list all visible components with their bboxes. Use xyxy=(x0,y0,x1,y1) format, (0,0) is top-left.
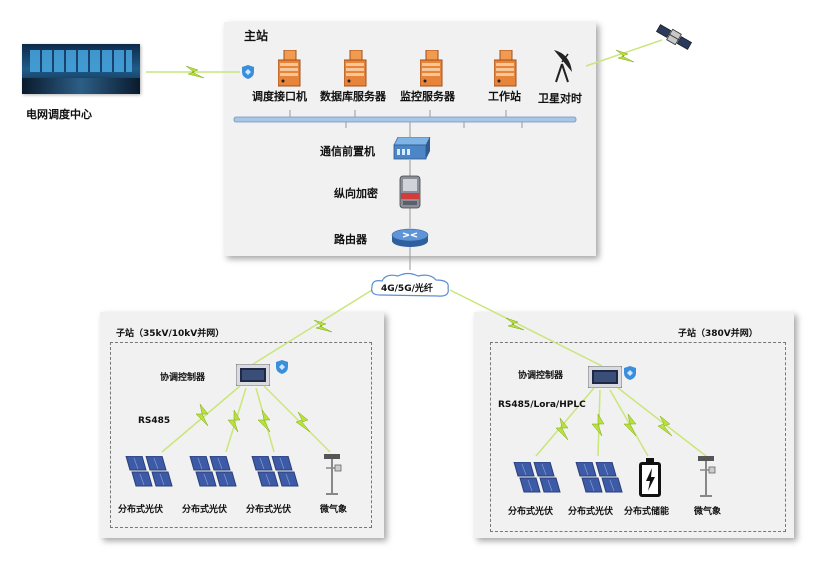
control-center-label: 电网调度中心 xyxy=(26,108,92,121)
wireless-link-icon xyxy=(657,415,673,437)
link-right-3 xyxy=(609,389,649,457)
server-icon xyxy=(494,50,517,87)
weather-station-icon xyxy=(323,453,342,495)
left-controller-label: 协调控制器 xyxy=(160,373,206,383)
wireless-link-icon xyxy=(227,409,241,433)
left-device-label-1: 分布式光伏 xyxy=(118,505,164,515)
solar-panel-icon xyxy=(513,462,561,493)
left-device-label-4: 微气象 xyxy=(320,505,348,515)
solar-panel-icon xyxy=(189,456,237,487)
link-right-4 xyxy=(617,387,707,457)
link-left-4 xyxy=(263,385,331,453)
link-cloud-left xyxy=(249,289,373,367)
shield-icon xyxy=(276,360,288,374)
server-icon xyxy=(420,50,443,87)
battery-icon xyxy=(639,458,661,497)
wireless-link-icon xyxy=(257,409,271,433)
server-label-2: 数据库服务器 xyxy=(320,90,386,103)
substation-right-border xyxy=(490,342,786,532)
solar-panel-icon xyxy=(125,456,173,487)
router-label: 路由器 xyxy=(334,233,367,246)
left-bus-label: RS485 xyxy=(138,416,171,426)
right-device-label-2: 分布式光伏 xyxy=(568,507,614,517)
wireless-link-icon xyxy=(313,319,333,333)
encrypt-label: 纵向加密 xyxy=(334,187,378,200)
left-device-label-2: 分布式光伏 xyxy=(182,505,228,515)
substation-right-title: 子站（380V并网） xyxy=(678,329,758,339)
frontend-label: 通信前置机 xyxy=(320,145,375,158)
shield-icon xyxy=(242,65,254,79)
encryption-device-icon xyxy=(399,175,421,209)
substation-right-panel xyxy=(474,312,794,538)
server-label-3: 监控服务器 xyxy=(400,90,455,103)
server-label-4: 工作站 xyxy=(488,90,521,103)
substation-left-panel xyxy=(100,312,384,538)
wireless-link-icon xyxy=(185,65,205,79)
wireless-link-icon xyxy=(555,417,569,441)
router-icon xyxy=(391,228,429,247)
cloud-icon xyxy=(371,272,449,297)
shield-icon xyxy=(624,366,636,380)
network-label: 4G/5G/光纤 xyxy=(381,284,433,294)
right-device-label-1: 分布式光伏 xyxy=(508,507,554,517)
left-device-label-3: 分布式光伏 xyxy=(246,505,292,515)
link-cloud-right xyxy=(449,289,603,367)
server-icon xyxy=(278,50,301,87)
wireless-link-icon xyxy=(615,49,635,63)
controller-icon xyxy=(236,364,270,386)
wireless-link-icon xyxy=(195,403,209,427)
main-station-title: 主站 xyxy=(244,29,269,43)
server-label-1: 调度接口机 xyxy=(252,90,307,103)
control-room-image xyxy=(22,44,140,94)
substation-left-border xyxy=(110,342,372,528)
wireless-link-icon xyxy=(505,317,525,331)
right-device-label-4: 微气象 xyxy=(694,507,722,517)
wireless-link-icon xyxy=(591,413,605,437)
server-bus xyxy=(233,116,577,123)
satellite-dish-icon xyxy=(554,50,572,83)
frontend-processor-icon xyxy=(393,137,431,160)
substation-left-title: 子站（35kV/10kV并网） xyxy=(116,329,225,339)
solar-panel-icon xyxy=(575,462,623,493)
link-right-1 xyxy=(535,387,595,457)
right-controller-label: 协调控制器 xyxy=(518,371,564,381)
server-icon xyxy=(344,50,367,87)
wireless-link-icon xyxy=(623,413,637,437)
weather-station-icon xyxy=(697,455,716,497)
right-device-label-3: 分布式储能 xyxy=(624,507,670,517)
solar-panel-icon xyxy=(251,456,299,487)
satellite-label: 卫星对时 xyxy=(538,92,582,105)
wireless-link-icon xyxy=(295,411,311,433)
controller-icon xyxy=(588,366,622,388)
satellite-icon xyxy=(656,24,692,50)
right-bus-label: RS485/Lora/HPLC xyxy=(498,400,586,410)
